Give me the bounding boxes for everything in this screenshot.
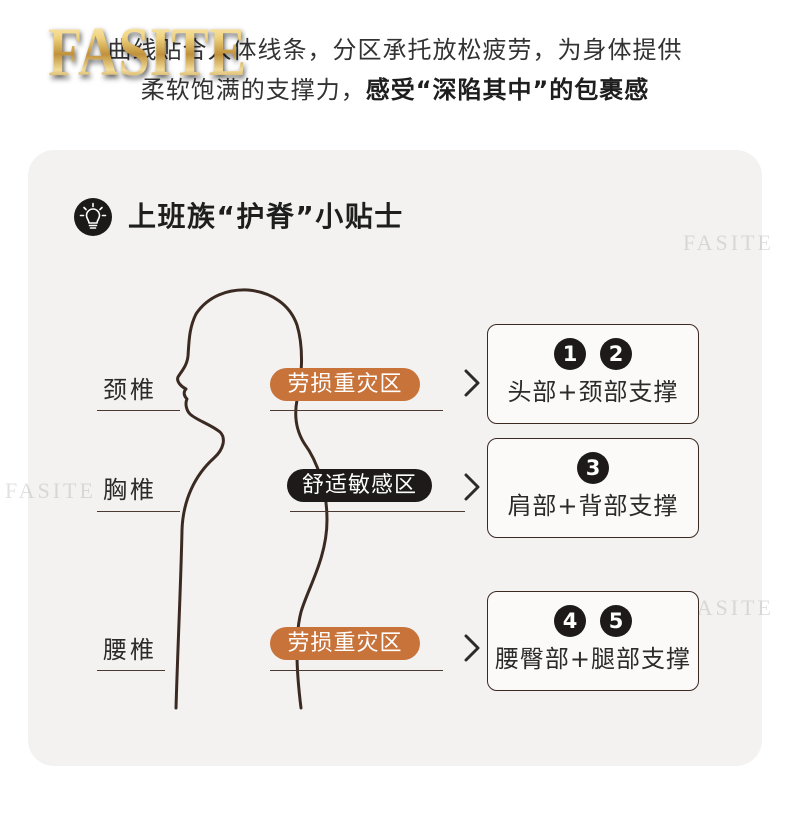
badge-group: 1 2 [488,338,698,370]
zone-underline [270,670,443,671]
chevron-right-icon [462,369,482,397]
intro-line-1: 曲线贴合人体线条，分区承托放松疲劳，为身体提供 [107,36,683,64]
chevron-right-icon [462,634,482,662]
zone-pill-strain: 劳损重灾区 [270,627,420,660]
support-text: 肩部+背部支撑 [507,492,679,520]
badge-group: 3 [488,452,698,484]
zone-pill-sensitive: 舒适敏感区 [287,469,432,502]
watermark: FASITE [683,230,774,255]
support-box-shoulder-back: 3 肩部+背部支撑 [487,438,699,538]
number-badge: 3 [577,452,609,484]
support-box-head-neck: 1 2 头部+颈部支撑 [487,324,699,424]
spine-label-thoracic: 胸椎 [103,476,157,504]
label-underline [97,511,180,512]
number-badge: 2 [600,338,632,370]
badge-group: 4 5 [488,605,698,637]
lightbulb-icon-glyph [79,202,107,229]
support-text: 头部+颈部支撑 [507,378,679,406]
intro-line-2-regular: 柔软饱满的支撑力， [140,76,366,104]
lightbulb-icon [74,198,112,236]
zone-underline [290,511,465,512]
chevron-right-icon [462,473,482,501]
spine-label-lumbar: 腰椎 [103,636,157,664]
label-underline [97,410,180,411]
watermark: FASITE [5,478,96,503]
tips-title: 上班族“护脊”小贴士 [128,200,404,233]
label-underline [97,670,165,671]
intro-line-2-bold: 感受“深陷其中”的包裹感 [365,76,650,104]
number-badge: 1 [554,338,586,370]
spine-label-cervical: 颈椎 [103,376,157,404]
number-badge: 5 [600,605,632,637]
zone-pill-strain: 劳损重灾区 [270,368,420,401]
brand-logo: FASITE [48,14,247,91]
support-box-waist-leg: 4 5 腰臀部+腿部支撑 [487,591,699,691]
zone-underline [270,410,443,411]
number-badge: 4 [554,605,586,637]
intro-line-2: 柔软饱满的支撑力，感受“深陷其中”的包裹感 [0,70,790,110]
support-text: 腰臀部+腿部支撑 [494,645,692,673]
